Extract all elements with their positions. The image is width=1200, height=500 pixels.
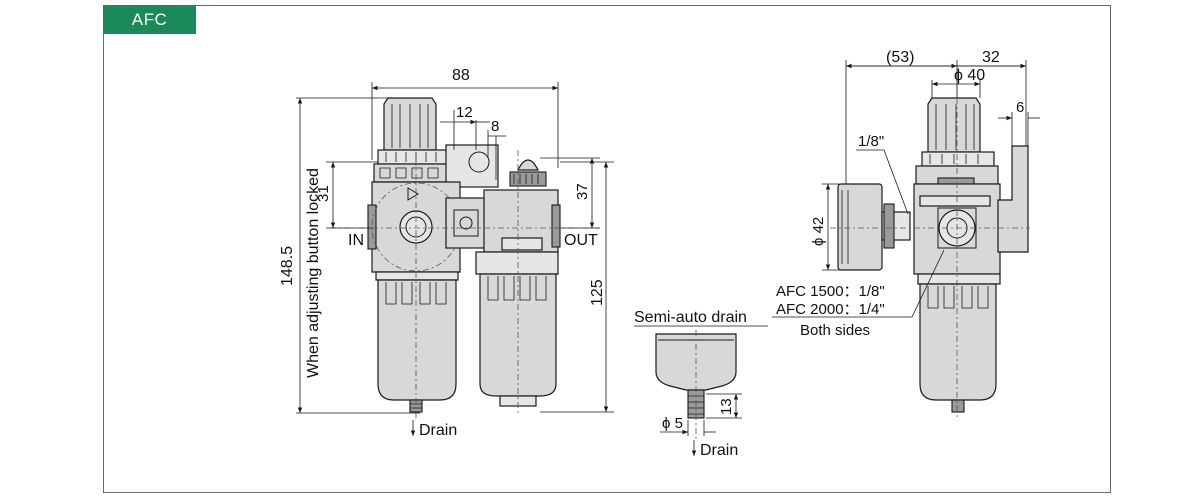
filter-regulator-unit bbox=[367, 97, 499, 413]
mounting-bracket bbox=[997, 145, 1029, 253]
dim-width-label: 88 bbox=[452, 67, 470, 84]
drain-label: Drain bbox=[419, 422, 457, 439]
port-size-afc1500: AFC 1500：1/8" bbox=[776, 283, 885, 300]
drain-dim-length-label: 13 bbox=[718, 398, 735, 415]
drain-detail-title: Semi-auto drain bbox=[634, 309, 747, 326]
drain-detail: Semi-auto drain 13 ϕ 5 Drain bbox=[634, 309, 768, 459]
dim-out-offset-label: 37 bbox=[574, 183, 591, 200]
side-dim-offset-label: (53) bbox=[886, 49, 914, 66]
dim-port-offset-label: 31 bbox=[315, 185, 332, 202]
side-view: (53) 32 ϕ 40 6 1/8" ϕ 42 AFC 1500：1/8" A… bbox=[772, 49, 1040, 420]
model-tab[interactable]: AFC bbox=[103, 5, 196, 34]
dim-total-height-label: 148.5 bbox=[279, 246, 296, 286]
pressure-gauge bbox=[837, 183, 883, 271]
height-note-label: When adjusting button locked bbox=[305, 168, 322, 378]
connector-block bbox=[445, 197, 489, 249]
inlet-label: IN bbox=[348, 232, 364, 249]
drain-dim-diameter-label: ϕ 5 bbox=[662, 415, 683, 432]
outlet-label: OUT bbox=[564, 232, 598, 249]
side-dim-bracket-label: 6 bbox=[1016, 99, 1024, 116]
port-size-afc2000: AFC 2000：1/4" bbox=[776, 301, 885, 318]
drawing-frame bbox=[103, 5, 1111, 493]
side-dim-gauge-dia-label: ϕ 42 bbox=[810, 217, 827, 246]
side-dim-body-dia-label: ϕ 40 bbox=[954, 67, 985, 84]
port-note-label: Both sides bbox=[800, 322, 870, 339]
dim-gauge-width-label: 12 bbox=[456, 104, 473, 121]
front-view: 88 12 8 148.5 When adjusting button lock… bbox=[279, 67, 614, 439]
side-dim-side-label: 32 bbox=[982, 49, 1000, 66]
gauge-port-label: 1/8" bbox=[858, 133, 884, 150]
dim-gauge-hole-label: 8 bbox=[491, 118, 499, 135]
dim-lubricator-height-label: 125 bbox=[589, 279, 606, 306]
drain-detail-drain-label: Drain bbox=[700, 442, 738, 459]
